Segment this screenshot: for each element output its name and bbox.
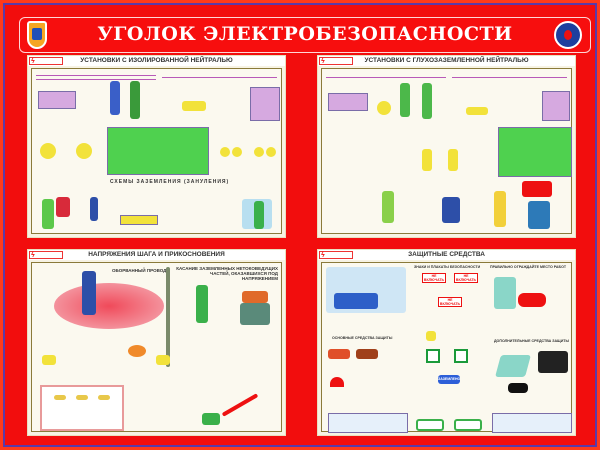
mchs-emblem-icon <box>27 21 47 49</box>
sign-grounded: ЗАЗЕМЛЕНО <box>438 375 460 384</box>
data-table <box>498 127 572 177</box>
sign-no-switch: НЕ ВКЛЮЧАТЬ <box>454 273 478 283</box>
broken-wire-label: ОБОРВАННЫЙ ПРОВОД <box>112 268 167 273</box>
sign-no-switch: НЕ ВКЛЮЧАТЬ <box>422 273 446 283</box>
page-title: УГОЛОК ЭЛЕКТРОБЕЗОПАСНОСТИ <box>97 23 513 45</box>
lightning-badge-icon: ϟ <box>29 57 63 65</box>
touch-voltage-label: КАСАНИЕ ЗАЗЕМЛЕННЫХ НЕТОКОВЕДУЩИХ ЧАСТЕЙ… <box>176 266 278 281</box>
lightning-badge-icon: ϟ <box>29 251 63 259</box>
sign-no-switch: НЕ ВКЛЮЧАТЬ <box>438 297 462 307</box>
data-table <box>107 127 209 175</box>
section-title: СХЕМЫ ЗАЗЕМЛЕНИЯ (ЗАНУЛЕНИЯ) <box>110 179 230 185</box>
green-sign <box>426 349 440 363</box>
green-sign <box>454 349 468 363</box>
formula-box <box>38 91 76 109</box>
lightning-badge-icon: ϟ <box>319 251 353 259</box>
lightning-badge-icon: ϟ <box>319 57 353 65</box>
header: УГОЛОК ЭЛЕКТРОБЕЗОПАСНОСТИ <box>19 17 591 53</box>
round-emblem-icon <box>554 21 582 49</box>
